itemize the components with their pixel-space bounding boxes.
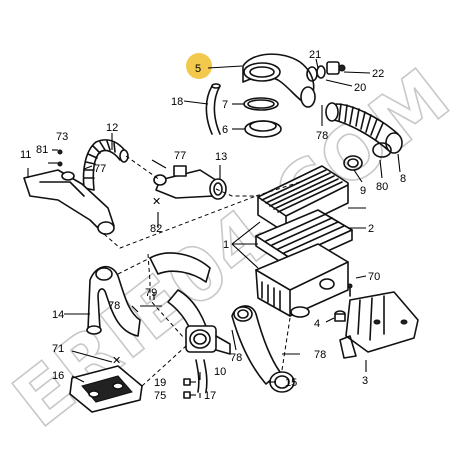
clamp-9 — [343, 155, 363, 171]
callout-78-right: 78 — [314, 349, 326, 361]
bush-4 — [334, 310, 346, 322]
callout-19: 19 — [154, 377, 166, 389]
callout-16: 16 — [52, 370, 64, 382]
leader-lines — [27, 58, 401, 398]
ring-20 — [306, 65, 326, 82]
corrugated-duct-8 — [325, 102, 403, 154]
callout-7: 7 — [222, 99, 228, 111]
callout-13: 13 — [215, 151, 227, 163]
filter-box-lower — [255, 243, 349, 318]
callout-5-highlight — [186, 53, 212, 79]
hose-18 — [205, 85, 221, 135]
corrugated-hose-12 — [82, 139, 129, 191]
callout-12: 12 — [106, 122, 118, 134]
callout-9: 9 — [360, 185, 366, 197]
sensor-22 — [326, 61, 346, 75]
intake-pipe-11 — [23, 169, 115, 235]
callout-73: 73 — [56, 131, 68, 143]
clip-81 — [57, 161, 63, 167]
clamp-ring-7 — [243, 97, 279, 111]
filter-lid-2 — [257, 165, 349, 234]
callout-77-center: 77 — [174, 150, 186, 162]
callout-15: 15 — [285, 377, 297, 389]
callout-77-left: 77 — [94, 163, 106, 175]
cross-mark-71: ✕ — [112, 355, 121, 367]
air-sensor-13 — [153, 165, 227, 200]
callout-17: 17 — [204, 390, 216, 402]
callout-21: 21 — [309, 49, 321, 61]
callout-22: 22 — [372, 68, 384, 80]
clamp-80 — [372, 142, 392, 158]
callout-80: 80 — [376, 181, 388, 193]
intake-elbow-5 — [242, 53, 316, 108]
callout-82: 82 — [150, 223, 162, 235]
part-75-square — [183, 391, 191, 399]
callout-5: 5 — [195, 63, 201, 75]
assembly-dashed-lines — [103, 155, 301, 387]
callout-81: 81 — [36, 144, 48, 156]
callout-10: 10 — [214, 366, 226, 378]
callout-11: 11 — [20, 149, 31, 161]
callout-4: 4 — [314, 318, 320, 330]
callout-20: 20 — [354, 82, 366, 94]
callout-8: 8 — [400, 173, 406, 185]
callout-18: 18 — [171, 96, 183, 108]
callout-75: 75 — [154, 390, 166, 402]
mount-bracket-3 — [339, 291, 419, 359]
callout-14: 14 — [52, 309, 64, 321]
rubber-pipe-lower — [231, 305, 281, 385]
callout-71: 71 — [52, 343, 64, 355]
stud-70 — [347, 283, 353, 297]
part-19-square — [183, 378, 191, 386]
seal-ring-6 — [244, 120, 282, 138]
hose-14 — [86, 265, 141, 337]
callout-6: 6 — [222, 124, 228, 136]
callout-70: 70 — [368, 271, 380, 283]
callout-78-mid: 78 — [230, 352, 242, 364]
callout-1: 1 — [223, 239, 229, 251]
base-plate-16 — [69, 365, 143, 413]
callout-79: 79 — [145, 287, 157, 299]
callout-3: 3 — [362, 375, 368, 387]
callout-78-left: 78 — [108, 300, 120, 312]
hose-17 — [195, 359, 208, 393]
throttle-body-10 — [185, 325, 231, 355]
callout-78-top: 78 — [316, 130, 328, 142]
clip-73 — [57, 149, 63, 155]
cross-mark-82: ✕ — [152, 196, 161, 208]
callout-2: 2 — [368, 223, 374, 235]
callout-numbers: 5 18 7 6 21 22 20 78 8 80 9 2 1 70 4 3 1… — [20, 49, 406, 402]
